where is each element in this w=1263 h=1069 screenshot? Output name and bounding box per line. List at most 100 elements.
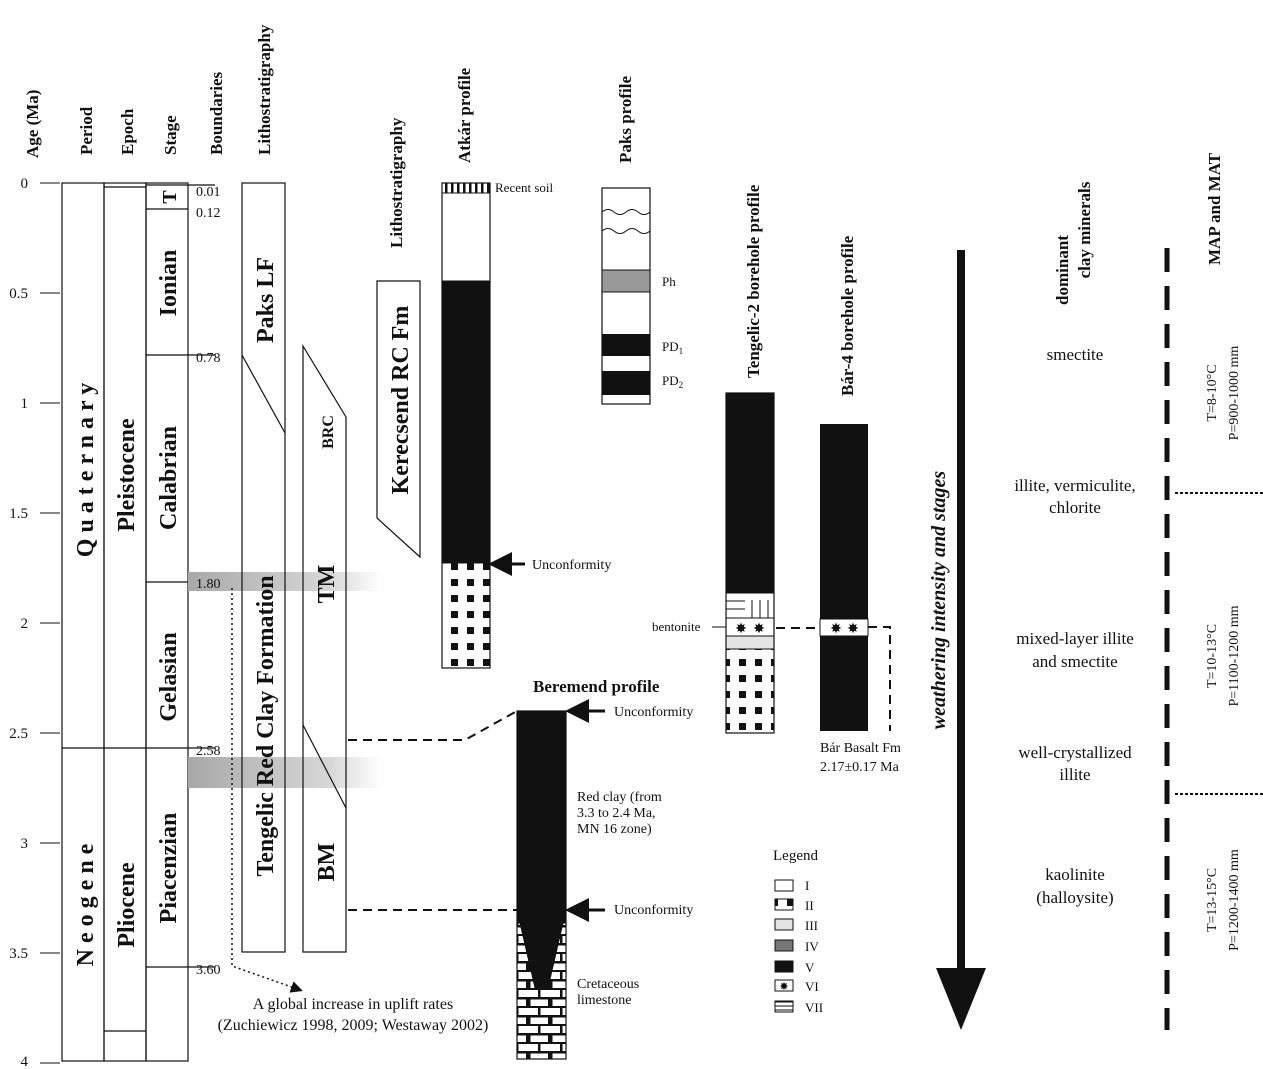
bar4-profile: ✸ ✸ [819, 424, 869, 731]
clay-minerals: smectite illite, vermiculite, chlorite m… [1014, 345, 1135, 907]
header-paks-profile: Paks profile [616, 75, 635, 163]
label-pd1: PD1 [662, 339, 683, 356]
header-atkar-profile: Atkár profile [455, 67, 474, 163]
age-tick-3.5: 3.5 [9, 946, 28, 962]
age-tick-0.5: 0.5 [9, 286, 28, 302]
label-bar-basalt-2: 2.17±0.17 Ma [820, 760, 900, 775]
climate-3-p: P=1200-1400 mm [1227, 849, 1242, 951]
header-beremend: Beremend profile [533, 677, 660, 696]
clay-well-crystallized-2: illite [1059, 765, 1090, 784]
chrono-table [61, 182, 215, 1062]
clay-illite-2: chlorite [1049, 498, 1101, 517]
clay-well-crystallized-1: well-crystallized [1018, 743, 1132, 762]
clay-illite-1: illite, vermiculite, [1014, 476, 1135, 495]
legend-item-6: VI [805, 979, 819, 994]
formation-tengelic: Tengelic Red Clay Formation [253, 575, 279, 876]
lithostratigraphy-1 [241, 182, 347, 953]
boundary-labels: 0.01 0.12 0.78 1.80 2.58 3.60 [196, 185, 221, 978]
label-red-clay-1: Red clay (from [577, 790, 662, 805]
period-quaternary: Q u a t e r n a r y [73, 383, 99, 557]
legend-title: Legend [773, 848, 818, 864]
age-tick-4: 4 [21, 1054, 29, 1069]
label-atkar-unconformity: Unconformity [532, 558, 611, 573]
clay-smectite: smectite [1047, 345, 1104, 364]
weathering-arrow [936, 250, 986, 1030]
label-weathering: weathering intensity and stages [928, 471, 950, 730]
label-pd2-main: PD [662, 373, 679, 388]
label-pd2: PD2 [662, 373, 683, 390]
tengelic2-profile: ✸ ✸ [725, 392, 775, 734]
age-tick-3: 3 [21, 836, 29, 852]
header-boundaries: Boundaries [207, 71, 226, 155]
label-bar-basalt-1: Bár Basalt Fm [820, 741, 901, 756]
legend-item-5: V [805, 960, 815, 975]
stage-ionian: Ionian [156, 250, 182, 317]
stage-labels: T Ionian Calabrian Gelasian Piacenzian [156, 190, 182, 924]
header-bar4-profile: Bár-4 borehole profile [838, 235, 857, 396]
stage-piacenzian: Piacenzian [156, 813, 182, 924]
label-ph: Ph [662, 274, 676, 289]
header-tengelic2-profile: Tengelic-2 borehole profile [744, 184, 763, 378]
stage-t: T [159, 190, 181, 204]
label-uplift-2: (Zuchiewicz 1998, 2009; Westaway 2002) [218, 1017, 489, 1034]
formation-tm: TM [314, 565, 340, 604]
svg-text:✸: ✸ [779, 981, 788, 993]
epoch-pliocene: Pliocene [114, 862, 140, 948]
label-beremend-unconformity-1: Unconformity [614, 705, 693, 720]
svg-text:✸: ✸ [735, 622, 747, 637]
formation-paks-lf: Paks LF [253, 257, 279, 343]
climate-1-p: P=900-1000 mm [1227, 346, 1242, 441]
legend-item-4: IV [805, 939, 819, 954]
age-tick-2.5: 2.5 [9, 726, 28, 742]
boundary-3.60: 3.60 [196, 963, 221, 978]
boundary-0.01: 0.01 [196, 185, 221, 200]
epoch-labels: Pleistocene Pliocene [114, 418, 140, 948]
boundary-0.12: 0.12 [196, 206, 221, 221]
label-pd1-sub: 1 [679, 346, 684, 356]
header-map-mat: MAP and MAT [1205, 152, 1224, 265]
period-neogene: N e o g e n e [73, 843, 99, 966]
header-period: Period [77, 106, 96, 155]
formation-labels: Paks LF Tengelic Red Clay Formation BRC … [253, 257, 340, 881]
svg-text:✸: ✸ [753, 622, 765, 637]
header-epoch: Epoch [118, 108, 137, 155]
label-red-clay-2: 3.3 to 2.4 Ma, [577, 806, 656, 821]
header-age: Age (Ma) [23, 90, 42, 158]
beremend-profile [516, 710, 567, 1060]
age-axis: 0 0.5 1 1.5 2 2.5 3 3.5 4 [9, 176, 60, 1069]
legend: Legend ✸ I II III IV V VI VII [773, 848, 823, 1015]
label-cretaceous-1: Cretaceous [577, 977, 639, 992]
svg-text:✸: ✸ [847, 622, 859, 637]
epoch-pleistocene: Pleistocene [114, 418, 140, 532]
correlation-lines [348, 710, 518, 911]
header-clay-line1: dominant [1053, 235, 1072, 305]
header-clay-line2: clay minerals [1075, 181, 1094, 278]
boundary-bands [188, 572, 380, 788]
header-lithostratigraphy-1: Lithostratigraphy [255, 24, 274, 155]
header-lithostratigraphy-2: Lithostratigraphy [387, 117, 406, 248]
label-cretaceous-2: limestone [577, 993, 631, 1008]
age-tick-2: 2 [21, 616, 29, 632]
age-tick-1: 1 [21, 396, 29, 412]
clay-mixed-2: and smectite [1032, 652, 1117, 671]
label-beremend-unconformity-2: Unconformity [614, 903, 693, 918]
column-headers: Age (Ma) Period Epoch Stage Boundaries L… [23, 24, 1224, 396]
stage-gelasian: Gelasian [156, 632, 182, 721]
svg-text:✸: ✸ [830, 622, 842, 637]
label-red-clay-3: MN 16 zone) [577, 822, 652, 837]
climate-2-p: P=1100-1200 mm [1227, 605, 1242, 706]
formation-bm: BM [314, 843, 340, 882]
formation-brc: BRC [320, 415, 337, 449]
climate-labels: T=8-10°C P=900-1000 mm T=10-13°C P=1100-… [1205, 346, 1242, 951]
boundary-2.58: 2.58 [196, 744, 221, 759]
legend-item-2: II [805, 898, 814, 913]
label-pd1-main: PD [662, 339, 679, 354]
label-bentonite: bentonite [652, 619, 701, 634]
stage-calabrian: Calabrian [156, 426, 182, 530]
period-labels: Q u a t e r n a r y N e o g e n e [73, 383, 99, 967]
legend-item-1: I [805, 878, 809, 893]
label-uplift-1: A global increase in uplift rates [253, 996, 453, 1013]
clay-kaolinite-2: (halloysite) [1036, 888, 1113, 907]
legend-item-7: VII [805, 1000, 823, 1015]
